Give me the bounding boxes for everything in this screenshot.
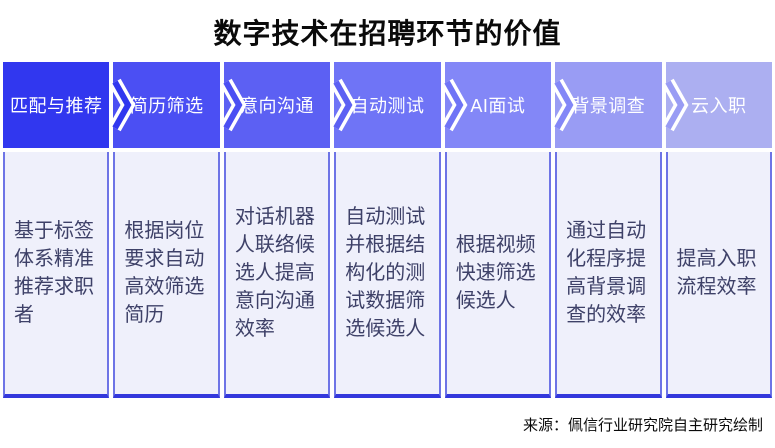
chevron-right-icon: [661, 78, 688, 132]
page-title: 数字技术在招聘环节的价值: [213, 18, 562, 49]
step-header-intention-communication: 意向沟通: [220, 62, 331, 148]
chevron-stroke: [444, 80, 464, 130]
step-header-label: 云入职: [690, 96, 747, 116]
step-header-label: 匹配与推荐: [9, 96, 103, 116]
step-body-background-check: 通过自动 化程序提 高背景调 查的效率: [555, 152, 662, 398]
process-header-row: 匹配与推荐 简历筛选 意向沟通 自动测试 AI面试: [3, 62, 772, 148]
chevron-stroke: [112, 80, 132, 130]
step-body-text: 提高入职 流程效率: [676, 248, 757, 298]
step-body-text: 根据岗位 要求自动 高效筛选 简历: [124, 220, 205, 326]
process-body-row: 基于标签 体系精准 推荐求职 者 根据岗位 要求自动 高效筛选 简历 对话机器 …: [3, 152, 772, 398]
chevron-stroke: [223, 80, 243, 130]
step-body-intention-communication: 对话机器 人联络候 选人提高 意向沟通 效率: [223, 152, 331, 398]
step-header-label: 背景调查: [571, 96, 646, 116]
step-header-label: 自动测试: [350, 96, 425, 116]
chevron-stroke: [554, 80, 574, 130]
chevron-right-icon: [109, 78, 136, 132]
step-header-label: AI面试: [470, 96, 526, 116]
chevron-right-icon: [551, 78, 578, 132]
step-body-text: 基于标签 体系精准 推荐求职 者: [14, 220, 94, 326]
chevron-right-icon: [441, 78, 468, 132]
step-header-label: 意向沟通: [240, 96, 315, 116]
step-body-matching: 基于标签 体系精准 推荐求职 者: [3, 152, 110, 398]
step-header-label: 简历筛选: [129, 96, 204, 116]
step-header-cloud-onboarding: 云入职: [661, 62, 772, 148]
step-body-text: 自动测试 并根据结 构化的测 试数据筛 选候选人: [345, 206, 426, 340]
chevron-right-icon: [220, 78, 247, 132]
chevron-right-icon: [330, 78, 357, 132]
step-body-auto-testing: 自动测试 并根据结 构化的测 试数据筛 选候选人: [334, 152, 441, 398]
step-body-text: 对话机器 人联络候 选人提高 意向沟通 效率: [234, 206, 315, 340]
step-header-ai-interview: AI面试: [441, 62, 552, 148]
step-header-resume-screening: 简历筛选: [109, 62, 220, 148]
step-body-text: 根据视频 快速筛选 候选人: [455, 234, 536, 312]
chevron-stroke: [333, 80, 353, 130]
step-body-ai-interview: 根据视频 快速筛选 候选人: [444, 152, 552, 398]
chevron-stroke: [664, 80, 684, 130]
step-body-resume-screening: 根据岗位 要求自动 高效筛选 简历: [113, 152, 220, 398]
step-header-matching: 匹配与推荐: [3, 62, 110, 148]
step-body-cloud-onboarding: 提高入职 流程效率: [665, 152, 772, 398]
step-body-text: 通过自动 化程序提 高背景调 查的效率: [566, 220, 647, 326]
source-attribution: 来源：佩信行业研究院自主研究绘制: [522, 417, 763, 434]
step-header-background-check: 背景调查: [551, 62, 662, 148]
step-header-auto-testing: 自动测试: [330, 62, 441, 148]
